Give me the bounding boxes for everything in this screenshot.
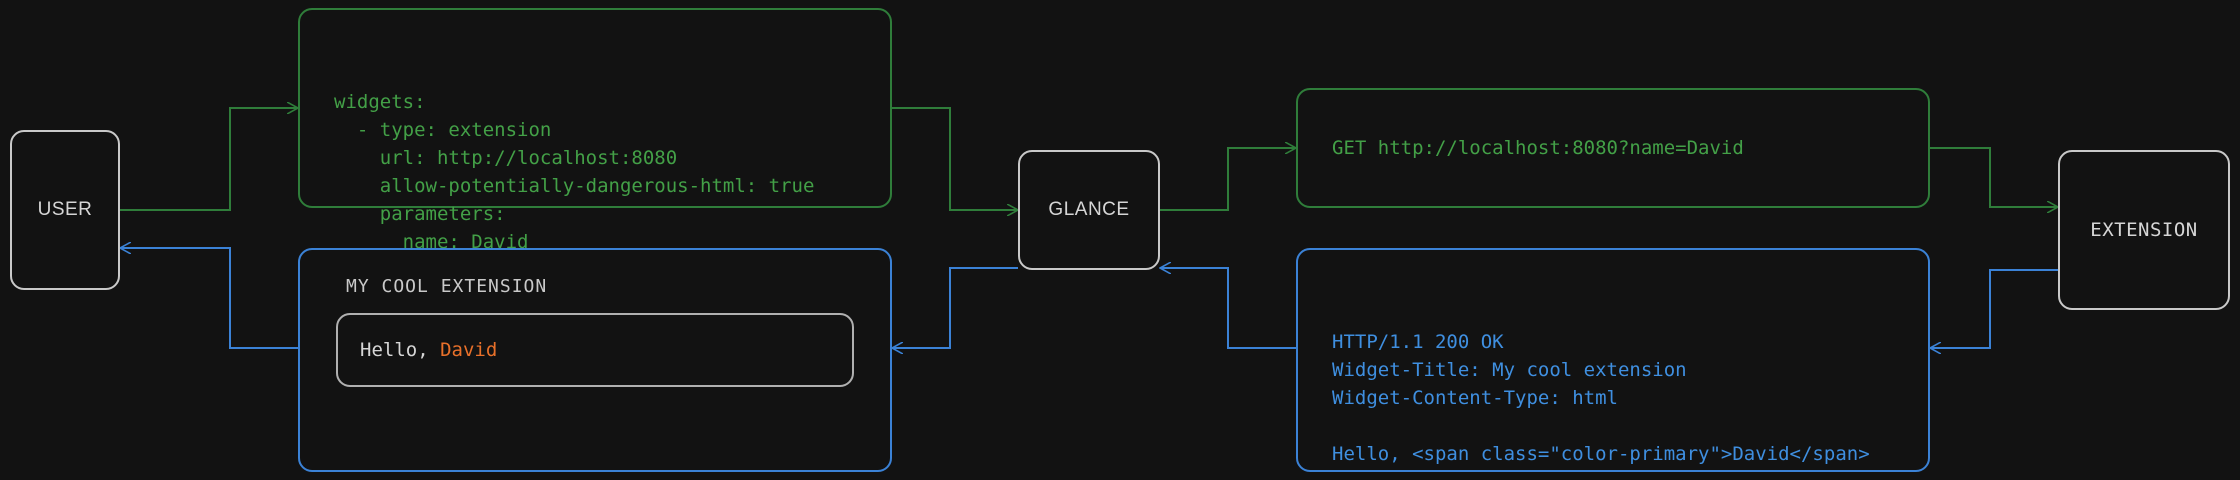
node-glance[interactable]: GLANCE xyxy=(1018,150,1160,270)
edge-widget-to-user xyxy=(120,248,298,349)
config-yaml-box: widgets: - type: extension url: http://l… xyxy=(298,8,892,253)
edge-user-to-config xyxy=(120,108,298,211)
edge-response-to-glance xyxy=(1160,268,1296,349)
http-request-text: GET http://localhost:8080?name=David xyxy=(1332,137,1744,159)
node-extension[interactable]: EXTENSION xyxy=(2058,150,2230,310)
http-request-box: GET http://localhost:8080?name=David xyxy=(1296,88,1930,208)
edge-config-to-glance xyxy=(892,107,1018,210)
widget-greeting-prefix: Hello, xyxy=(360,339,441,361)
edge-extension-to-response xyxy=(1930,269,2058,348)
http-response-box: HTTP/1.1 200 OK Widget-Title: My cool ex… xyxy=(1296,248,1930,472)
node-glance-label: GLANCE xyxy=(1048,199,1130,220)
edge-glance-to-widget xyxy=(892,267,1018,348)
widget-preview-title: MY COOL EXTENSION xyxy=(346,276,548,297)
node-extension-label: EXTENSION xyxy=(2090,219,2198,241)
widget-preview-box: MY COOL EXTENSION Hello, David xyxy=(298,248,892,472)
config-yaml-text: widgets: - type: extension url: http://l… xyxy=(334,91,815,253)
node-user-label: USER xyxy=(37,199,93,220)
http-response-text: HTTP/1.1 200 OK Widget-Title: My cool ex… xyxy=(1332,331,1870,465)
widget-preview-content: Hello, David xyxy=(336,313,854,387)
edge-glance-to-request xyxy=(1160,148,1296,211)
node-user[interactable]: USER xyxy=(10,130,120,290)
widget-greeting-name: David xyxy=(440,339,498,361)
edge-request-to-extension xyxy=(1930,147,2058,207)
